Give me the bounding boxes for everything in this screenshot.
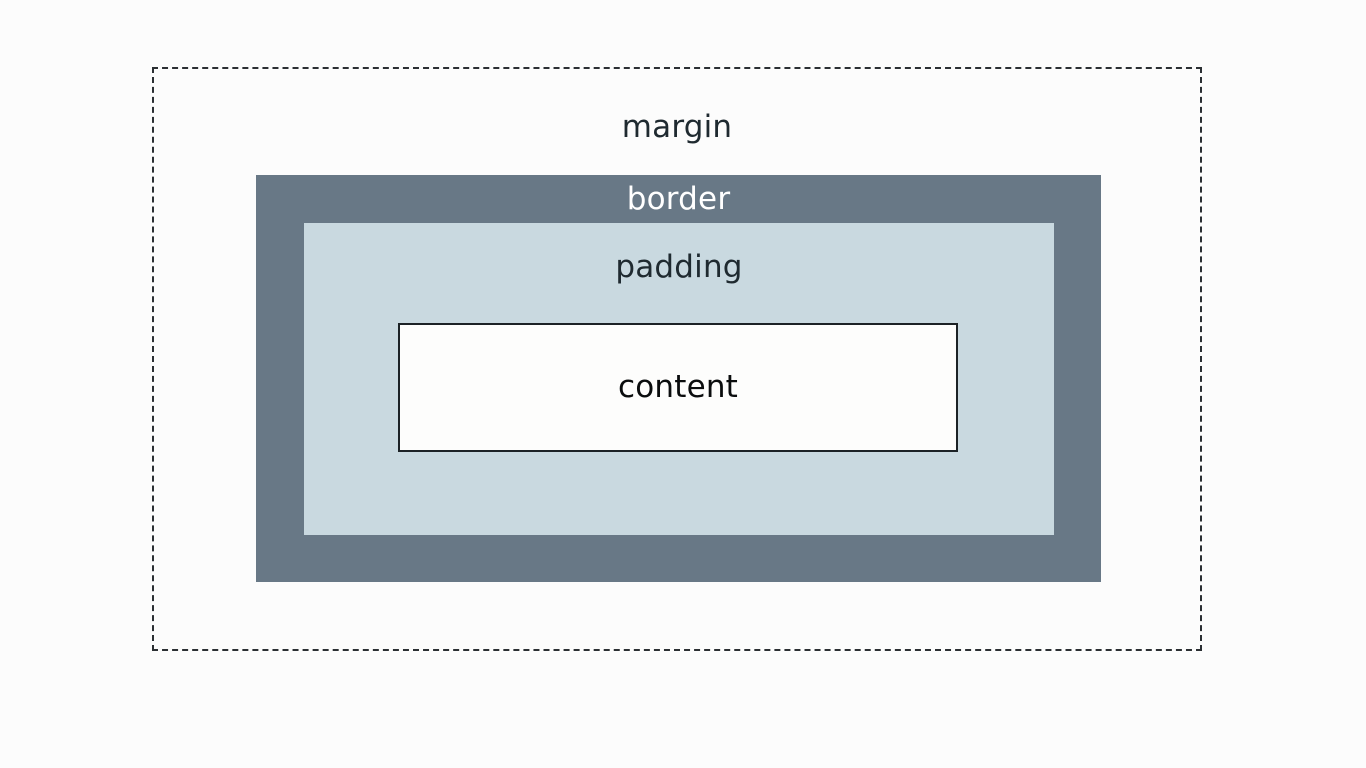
border-label: border bbox=[626, 181, 731, 217]
content-box: content bbox=[398, 323, 958, 452]
border-box: border padding content bbox=[256, 175, 1101, 582]
content-label: content bbox=[617, 369, 739, 405]
margin-box: margin border padding content bbox=[152, 67, 1202, 651]
padding-label: padding bbox=[615, 249, 743, 285]
margin-label: margin bbox=[621, 109, 733, 145]
padding-box: padding content bbox=[304, 223, 1054, 535]
